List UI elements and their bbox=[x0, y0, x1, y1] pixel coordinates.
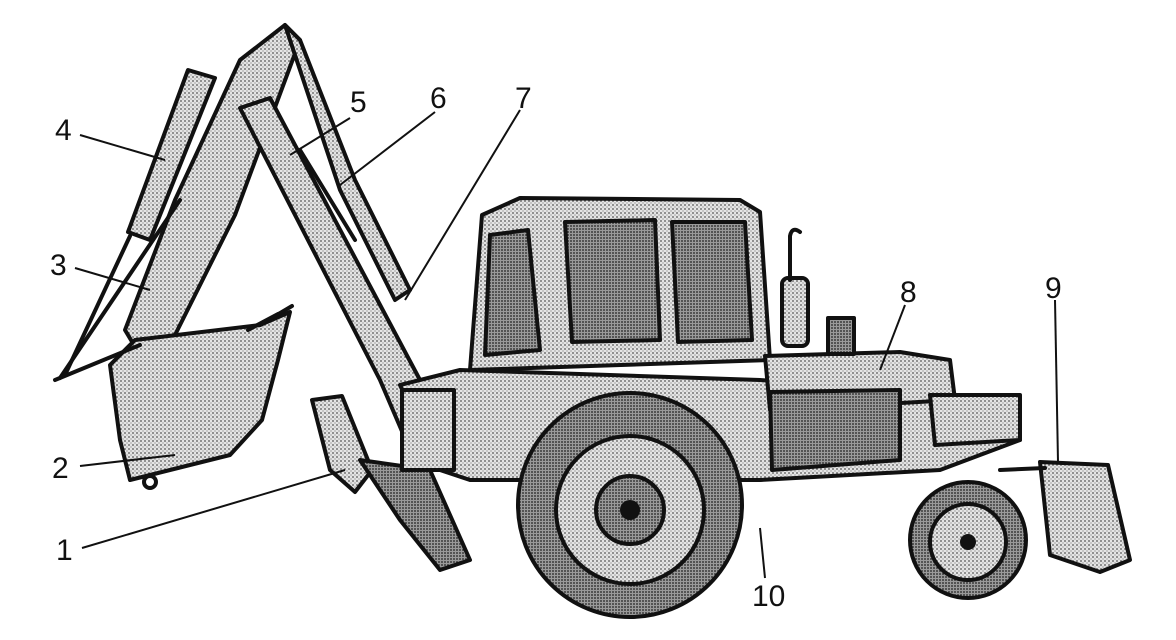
label-10: 10 bbox=[752, 580, 785, 613]
leader-2 bbox=[79, 454, 176, 467]
part-labels: 1 2 3 4 5 6 7 8 9 10 bbox=[50, 82, 1062, 613]
exhaust-pipe bbox=[780, 227, 810, 348]
label-9: 9 bbox=[1045, 272, 1062, 305]
leader-6 bbox=[339, 111, 436, 186]
label-8: 8 bbox=[900, 276, 917, 309]
leader-10 bbox=[759, 527, 766, 579]
label-3: 3 bbox=[50, 249, 67, 282]
label-1: 1 bbox=[56, 534, 73, 567]
label-2: 2 bbox=[52, 452, 69, 485]
boom-cylinder bbox=[63, 68, 217, 377]
leader-7 bbox=[404, 109, 521, 301]
label-7: 7 bbox=[515, 82, 532, 115]
front-blade bbox=[998, 460, 1132, 574]
rear-wheel bbox=[516, 391, 744, 619]
leader-9 bbox=[1054, 299, 1059, 463]
leader-8 bbox=[879, 304, 906, 371]
leader-4 bbox=[79, 134, 166, 161]
label-5: 5 bbox=[350, 86, 367, 119]
front-wheel bbox=[908, 480, 1028, 600]
leader-3 bbox=[74, 267, 151, 291]
label-4: 4 bbox=[55, 114, 72, 147]
label-6: 6 bbox=[430, 82, 447, 115]
engine-hood bbox=[763, 316, 1022, 472]
cab bbox=[468, 196, 772, 372]
leader-5 bbox=[289, 117, 351, 156]
bucket bbox=[53, 304, 294, 490]
leader-1 bbox=[81, 469, 346, 549]
leader-lines bbox=[74, 109, 1059, 579]
